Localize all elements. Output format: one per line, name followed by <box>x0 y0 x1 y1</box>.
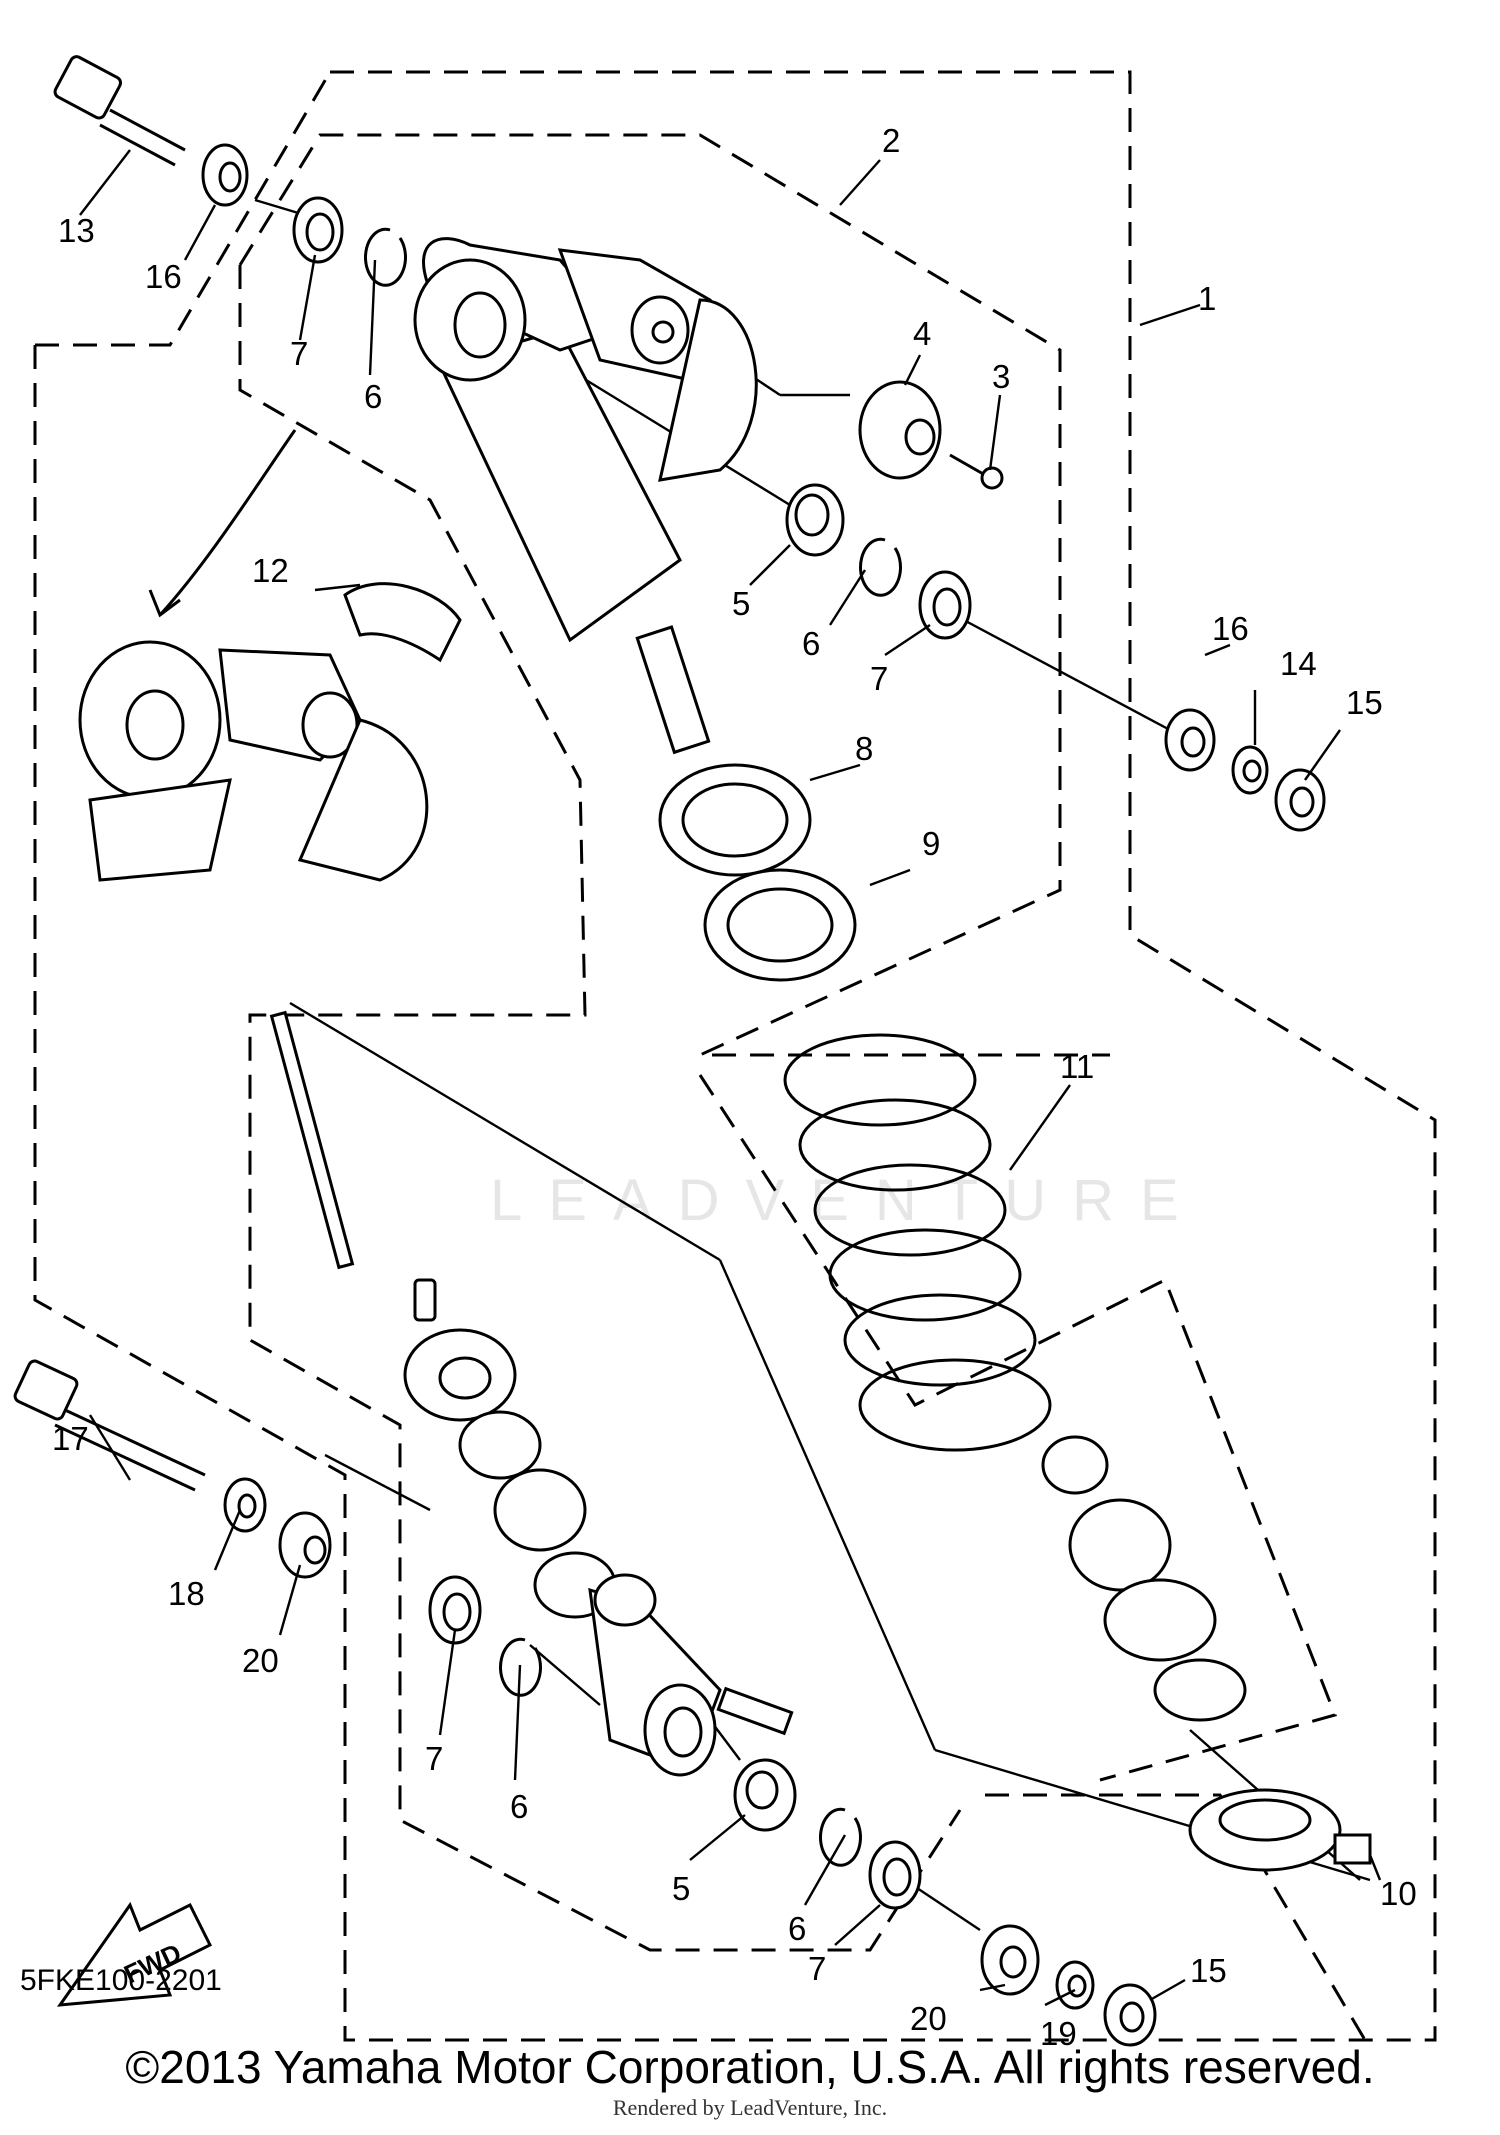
shock-body-outline <box>35 71 332 347</box>
circlip-6-lower-right <box>819 1807 862 1867</box>
callout-10: 10 <box>1380 1875 1417 1912</box>
inner-detail-outline <box>238 265 962 1952</box>
screw-3 <box>949 453 1004 490</box>
bearing-7-lower-left <box>428 1575 482 1645</box>
adjuster-9 <box>703 868 857 982</box>
callout-6-upper: 6 <box>802 625 820 662</box>
bolt-13 <box>53 55 186 167</box>
circlip-6-upper <box>364 227 407 287</box>
callout-16-upper: 16 <box>145 258 182 295</box>
knob-4 <box>858 380 942 480</box>
callout-5-lower: 5 <box>672 1870 690 1907</box>
callout-2: 2 <box>882 122 900 159</box>
nut-15-upper <box>1274 768 1326 832</box>
callout-14: 14 <box>1280 645 1317 682</box>
callout-11: 11 <box>1060 1048 1094 1085</box>
washer-19 <box>1055 1960 1095 2010</box>
insulator-12-assembly <box>78 429 462 882</box>
bearing-7-mid <box>918 570 972 640</box>
rod-parts <box>269 1010 617 1619</box>
callout-7-lower-left: 7 <box>425 1740 443 1777</box>
callout-leaders <box>79 149 1382 2007</box>
callout-13: 13 <box>58 212 95 249</box>
circlip-6-lower-left <box>499 1637 542 1697</box>
nut-15-lower <box>1103 1983 1157 2047</box>
bearing-7-upper <box>292 196 344 264</box>
copyright-notice: ©2013 Yamaha Motor Corporation, U.S.A. A… <box>125 2041 1375 2093</box>
callout-7-top: 7 <box>290 335 308 372</box>
callout-4: 4 <box>913 315 931 352</box>
collar-5-upper <box>785 483 845 557</box>
callout-15-upper: 15 <box>1346 684 1383 721</box>
collar-16-upper <box>201 143 249 207</box>
callout-6-top: 6 <box>364 378 382 415</box>
spring-outline <box>698 1074 1338 1782</box>
callout-7-upper: 7 <box>870 660 888 697</box>
lower-outline <box>985 1793 1367 2041</box>
callout-1: 1 <box>1198 280 1216 317</box>
collar-16-right <box>1164 708 1216 772</box>
callout-12: 12 <box>252 552 289 589</box>
callout-5-upper: 5 <box>732 585 750 622</box>
callout-17: 17 <box>52 1420 89 1457</box>
callout-8: 8 <box>855 730 873 767</box>
collar-20-right <box>980 1924 1040 1996</box>
callout-6-lower-right: 6 <box>788 1910 806 1947</box>
callout-18: 18 <box>168 1575 205 1612</box>
assembly-2-outline <box>238 133 1110 1057</box>
circlip-6-mid <box>859 537 902 597</box>
part-code: 5FKE100-2201 <box>20 1964 222 1997</box>
lower-spring-seat-parts <box>1041 1435 1247 1722</box>
callout-20-left: 20 <box>242 1642 279 1679</box>
bolt-17 <box>13 1359 206 1492</box>
left-outline <box>33 345 985 2042</box>
locknut-8 <box>658 763 812 877</box>
callout-3: 3 <box>992 358 1010 395</box>
washer-18 <box>223 1477 267 1533</box>
spring-stopper-10 <box>1188 1788 1372 1872</box>
shock-absorber-assembly-2 <box>413 237 758 755</box>
callout-6-lower-left: 6 <box>510 1788 528 1825</box>
rendered-by-notice: Rendered by LeadVenture, Inc. <box>612 2095 888 2120</box>
assembly-1-outline <box>330 70 1437 2042</box>
callout-19: 19 <box>1040 2015 1077 2052</box>
bearing-7-lower-right <box>868 1840 922 1910</box>
collar-5-lower <box>733 1758 797 1832</box>
washer-14 <box>1231 745 1269 795</box>
callout-9: 9 <box>922 825 940 862</box>
callout-16-right: 16 <box>1212 610 1249 647</box>
callout-20-right: 20 <box>910 2000 947 2037</box>
callout-7-lower-right: 7 <box>808 1950 826 1987</box>
lower-clevis <box>588 1573 794 1777</box>
assembly-outlines <box>33 70 1437 2042</box>
callout-15-lower: 15 <box>1190 1952 1227 1989</box>
collar-20-left <box>278 1511 332 1579</box>
callout-labels: 1 2 3 4 5 6 7 8 9 10 11 12 13 14 15 16 1… <box>52 122 1417 2052</box>
spring-11 <box>783 1033 1052 1452</box>
